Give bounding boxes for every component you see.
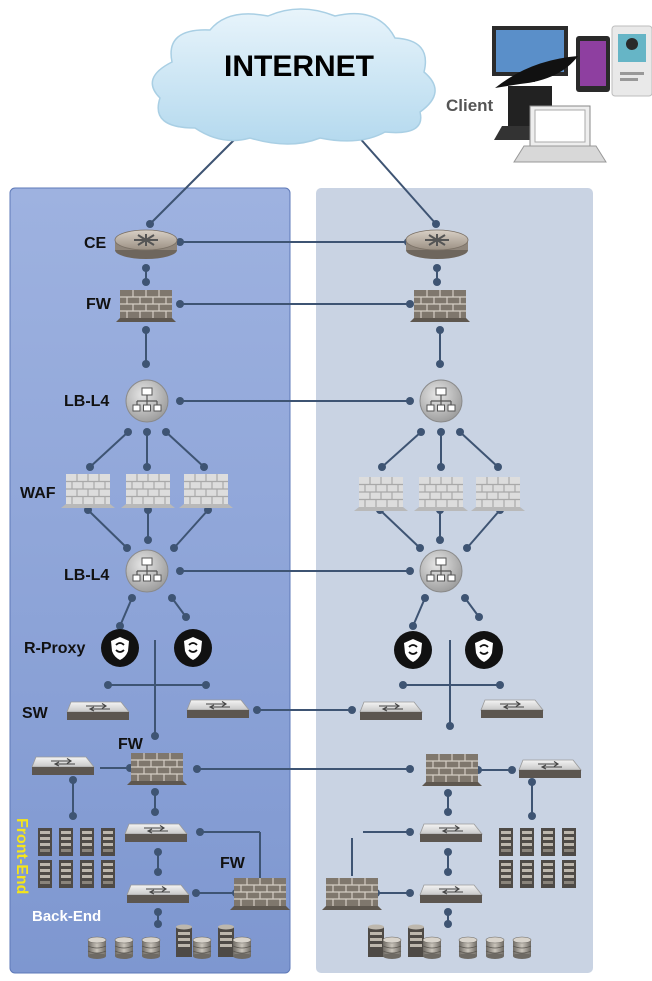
server-rack-icon: [562, 860, 576, 888]
reverse-proxy-icon: [393, 630, 433, 670]
firewall-icon: [409, 289, 471, 323]
reverse-proxy-icon: [100, 628, 140, 668]
firewall-icon: [115, 289, 177, 323]
label-ce: CE: [84, 235, 107, 252]
label-front-end: Front-End: [13, 818, 30, 894]
tablet-icon: [576, 36, 610, 92]
server-rack-icon: [562, 828, 576, 856]
switch-icon: [518, 759, 582, 779]
connection-links: [69, 131, 536, 928]
server-rack-icon: [38, 828, 52, 856]
label-back-end: Back-End: [32, 908, 101, 925]
database-icon: [368, 924, 384, 957]
firewall-icon: [421, 753, 483, 787]
switch-icon: [419, 823, 483, 843]
database-icon: [176, 924, 192, 957]
database-icon: [485, 936, 505, 960]
database-icon: [408, 924, 424, 957]
switch-icon: [66, 701, 130, 721]
internet-cloud: INTERNET: [151, 8, 436, 145]
firewall-icon: [229, 877, 291, 911]
database-icon: [382, 936, 402, 960]
client-label: Client: [446, 96, 494, 115]
database-icon: [422, 936, 442, 960]
waf-icon: [470, 476, 526, 512]
database-icon: [232, 936, 252, 960]
switch-icon: [359, 701, 423, 721]
server-rack-icon: [80, 860, 94, 888]
server-rack-icon: [499, 828, 513, 856]
database-icon: [114, 936, 134, 960]
router-icon: [405, 229, 469, 260]
database-icon: [218, 924, 234, 957]
waf-icon: [60, 473, 116, 509]
load-balancer-icon: [125, 549, 169, 593]
server-rack-icon: [38, 860, 52, 888]
cloud-icon: [151, 8, 436, 145]
database-icon: [141, 936, 161, 960]
label-fw-core: FW: [118, 736, 144, 753]
switch-icon: [124, 823, 188, 843]
switch-icon: [186, 699, 250, 719]
switch-icon: [480, 699, 544, 719]
switch-icon: [419, 884, 483, 904]
label-lb-l4-top: LB-L4: [64, 393, 109, 410]
load-balancer-icon: [125, 379, 169, 423]
database-icon: [512, 936, 532, 960]
server-rack-icon: [541, 860, 555, 888]
label-lb-l4-bottom: LB-L4: [64, 567, 109, 584]
database-icon: [192, 936, 212, 960]
laptop-icon: [494, 86, 607, 163]
load-balancer-icon: [419, 379, 463, 423]
switch-icon: [31, 756, 95, 776]
server-rack-icon: [520, 860, 534, 888]
load-balancer-icon: [419, 549, 463, 593]
reverse-proxy-icon: [173, 628, 213, 668]
database-icon: [87, 936, 107, 960]
router-icon: [114, 229, 178, 260]
server-rack-icon: [59, 828, 73, 856]
label-r-proxy: R-Proxy: [24, 640, 85, 657]
server-rack-icon: [80, 828, 94, 856]
waf-icon: [120, 473, 176, 509]
id-card-icon: [611, 25, 652, 97]
internet-label: INTERNET: [224, 50, 374, 83]
client-devices: Client: [446, 25, 652, 163]
firewall-icon: [126, 752, 188, 786]
server-rack-icon: [541, 828, 555, 856]
label-waf: WAF: [20, 485, 56, 502]
waf-icon: [413, 476, 469, 512]
server-rack-icon: [520, 828, 534, 856]
switch-icon: [126, 884, 190, 904]
label-sw: SW: [22, 705, 49, 722]
pen-icon: [495, 56, 578, 88]
label-fw-backend: FW: [220, 855, 246, 872]
label-fw: FW: [86, 296, 112, 313]
firewall-icon: [321, 877, 383, 911]
database-icon: [458, 936, 478, 960]
waf-icon: [353, 476, 409, 512]
server-rack-icon: [499, 860, 513, 888]
server-rack-icon: [101, 860, 115, 888]
reverse-proxy-icon: [464, 630, 504, 670]
server-rack-icon: [59, 860, 73, 888]
waf-icon: [178, 473, 234, 509]
server-rack-icon: [101, 828, 115, 856]
